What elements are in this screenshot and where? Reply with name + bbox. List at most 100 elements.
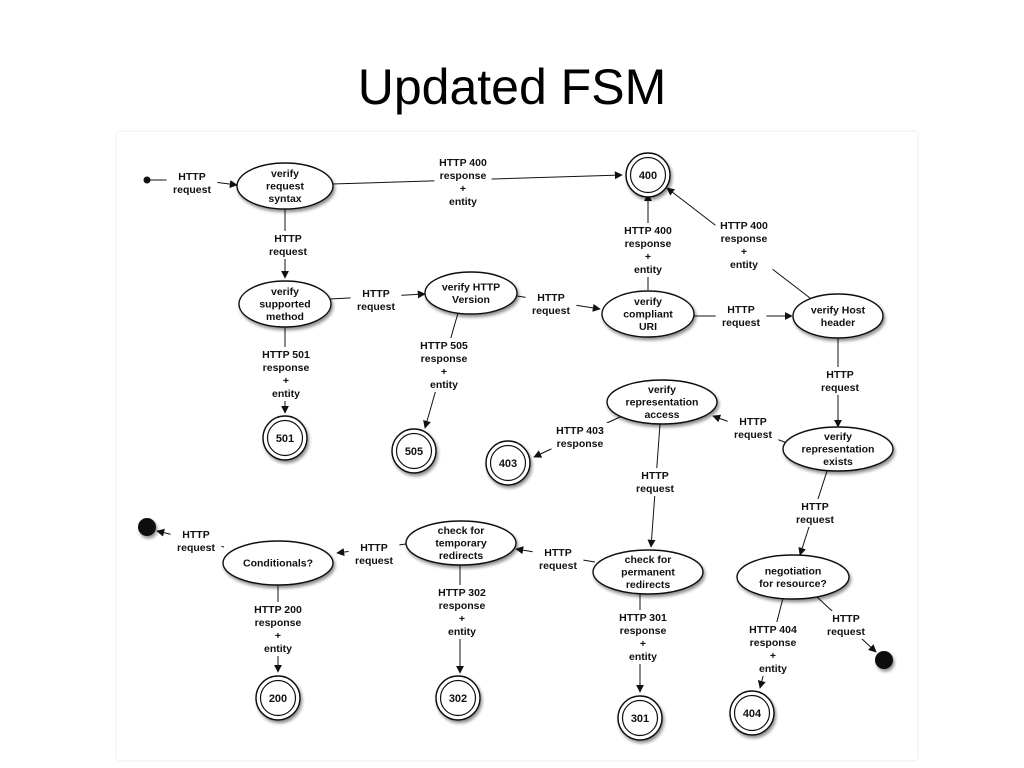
edge-label-text: entity [272,388,300,400]
state-label: request [266,181,304,193]
edge-label-text: request [177,542,215,554]
edge-label-text: response [557,438,604,450]
edge-label-text: request [734,429,772,441]
state-label: redirects [439,550,484,562]
edge-label-text: + [645,251,651,263]
edge-label-text: entity [430,379,458,391]
edge-label-text: request [821,382,859,394]
edge-label-text: request [796,514,834,526]
edge-label-text: entity [629,651,657,663]
state-label: check for [625,554,672,566]
terminal-label: 404 [743,708,762,720]
terminal-302: 302 [435,675,481,721]
terminal-403: 403 [485,440,531,486]
terminal-400: 400 [625,152,671,198]
edge-label-text: HTTP [641,470,668,482]
edge-label-text: HTTP [544,547,571,559]
edge-label-text: HTTP 501 [262,349,310,361]
edge-label-text: request [636,483,674,495]
edge-label-text: entity [759,663,787,675]
edge-label-text: HTTP 403 [556,425,604,437]
edge-label-text: HTTP 400 [720,220,768,232]
edge-label-text: entity [730,259,758,271]
edge-label-text: response [439,600,486,612]
edge-label-text: HTTP [182,529,209,541]
edge-label-text: request [827,626,865,638]
terminal-label: 400 [639,170,657,182]
edge-label-text: HTTP 404 [749,624,797,636]
edge-label-text: HTTP 302 [438,587,486,599]
terminal-505: 505 [391,428,437,474]
edge-label-text: HTTP [362,288,389,300]
end-state-right [875,651,893,669]
edge-label-text: response [750,637,797,649]
edge-label-text: response [620,625,667,637]
edge-label-text: + [460,183,466,195]
terminal-404: 404 [729,690,775,736]
state-conditionals: Conditionals? [222,540,334,586]
edge-label-text: HTTP [801,501,828,513]
edge-label-text: HTTP [360,542,387,554]
edge-label-text: HTTP [727,304,754,316]
terminal-301: 301 [617,695,663,741]
state-label: verify [271,286,299,298]
terminal-label: 501 [276,433,294,445]
edge-label-text: response [263,362,310,374]
state-label: representation [802,444,875,456]
state-label: verify [634,296,662,308]
edge-label-text: request [722,317,760,329]
edge-label-text: response [440,170,487,182]
terminal-label: 403 [499,458,517,470]
edge-label-text: HTTP 400 [624,225,672,237]
edge-label-text: request [539,560,577,572]
edge-label-text: HTTP 301 [619,612,667,624]
edge-label-text: response [255,617,302,629]
state-label: permanent [621,567,675,579]
edge-label-text: request [355,555,393,567]
edge-label-text: HTTP [537,292,564,304]
state-label: method [266,311,304,323]
edge-label-text: + [770,650,776,662]
edge-label-text: request [269,246,307,258]
state-label: temporary [435,538,487,550]
state-label: URI [639,321,657,333]
edge-label-text: response [721,233,768,245]
state-label: Version [452,294,490,306]
edge-label-text: response [421,353,468,365]
state-label: check for [438,525,485,537]
edge-label-text: entity [264,643,292,655]
state-label: Conditionals? [243,558,313,570]
state-label: compliant [623,309,673,321]
